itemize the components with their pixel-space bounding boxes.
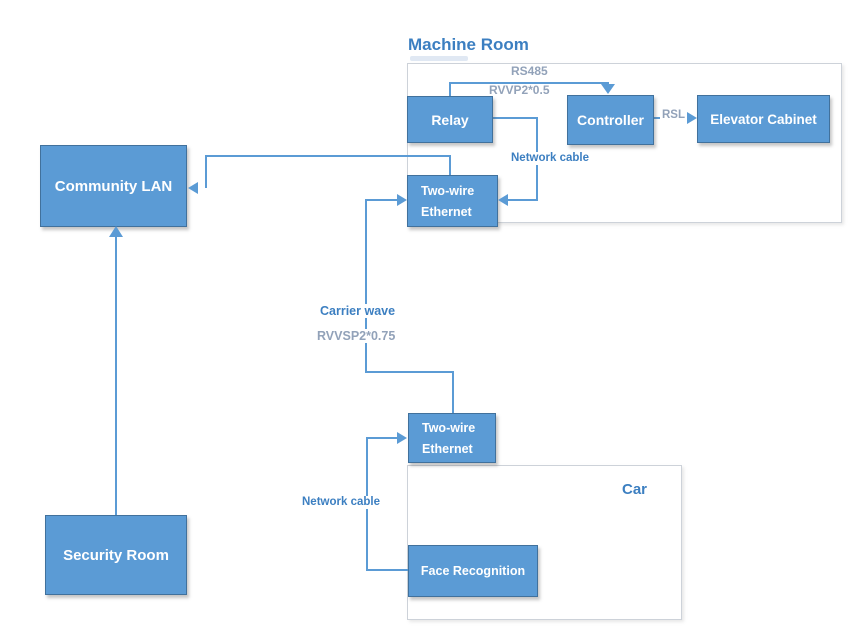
arrowhead-into-controller [601,84,615,94]
node-elevator-cabinet: Elevator Cabinet [697,95,830,143]
car-title: Car [622,481,648,498]
connector-face-twowire-seg1 [366,569,408,571]
connector-carrierwave-seg2 [365,371,454,373]
node-security-room: Security Room [45,515,187,595]
connector-relay-controller-seg1 [449,83,451,97]
connector-relay-twowire-seg3 [508,199,538,201]
label-rvvp2: RVVP2*0.5 [487,83,552,98]
connector-security-lan-seg1 [115,236,117,515]
connector-carrierwave-seg1 [365,199,367,372]
node-two-wire-ethernet-car: Two-wire Ethernet [408,413,496,463]
node-label-line2: Ethernet [422,441,473,456]
node-face-recognition: Face Recognition [408,545,538,597]
arrowhead-into-elevator-cabinet [687,112,697,124]
label-rvvsp2: RVVSP2*0.75 [315,329,398,344]
node-label-line1: Two-wire [421,183,475,198]
arrowhead-into-twowire-right [498,194,508,206]
label-network-cable-car: Network cable [300,496,382,510]
connector-relay-controller-seg2 [449,82,609,84]
label-rs485: RS485 [509,64,550,79]
node-community-lan: Community LAN [40,145,187,227]
title-ghost-artifact [410,56,468,61]
connector-twowire-lan-seg3 [205,155,207,188]
node-label-line2: Ethernet [421,204,472,219]
arrowhead-into-twowire-car-left [397,432,407,444]
node-two-wire-ethernet-machine-room: Two-wire Ethernet [407,175,498,227]
connector-carrierwave-seg3 [452,371,454,414]
arrowhead-into-twowire-left [397,194,407,206]
label-carrier-wave: Carrier wave [318,304,398,319]
connector-twowire-lan-seg1 [449,156,451,176]
label-rsl: RSL [660,109,687,123]
connector-face-twowire-seg3 [366,437,398,439]
node-controller: Controller [567,95,654,145]
connector-relay-twowire-seg1 [492,117,538,119]
label-network-cable-machine-room: Network cable [509,152,591,166]
arrowhead-into-community-lan-right [188,182,198,194]
machine-room-title: Machine Room [408,35,529,54]
node-relay: Relay [407,96,493,143]
node-label-line1: Two-wire [422,420,476,435]
connector-twowire-lan-seg2 [205,155,451,157]
connector-carrierwave-seg4 [365,199,398,201]
arrowhead-into-community-lan-bottom [109,226,123,237]
